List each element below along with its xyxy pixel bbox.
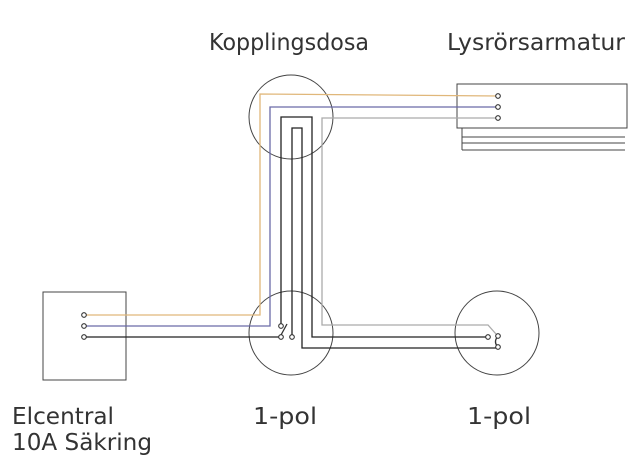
switch-1-lever	[280, 323, 288, 336]
neutral-wire	[84, 106, 498, 327]
phase-wire	[84, 93, 499, 316]
fluorescent-fixture	[456, 83, 628, 151]
switch-1-label: 1-pol	[253, 404, 317, 430]
switch-2-circle	[454, 290, 540, 376]
switch-1-circle	[248, 290, 334, 376]
panel-label: Elcentral	[12, 404, 114, 430]
fixture-label: Lysrörsarmatur	[447, 30, 626, 56]
traveler-wire-1	[280, 116, 488, 338]
switched-wire	[321, 117, 498, 335]
terminals	[81, 93, 501, 350]
junction-box-circle	[248, 74, 334, 160]
switch-2-label: 1-pol	[467, 404, 531, 430]
junction-box-label: Kopplingsdosa	[209, 30, 369, 56]
fuse-label: 10A Säkring	[12, 430, 152, 456]
traveler-wire-2	[291, 127, 497, 349]
electrical-panel-box	[42, 291, 127, 381]
